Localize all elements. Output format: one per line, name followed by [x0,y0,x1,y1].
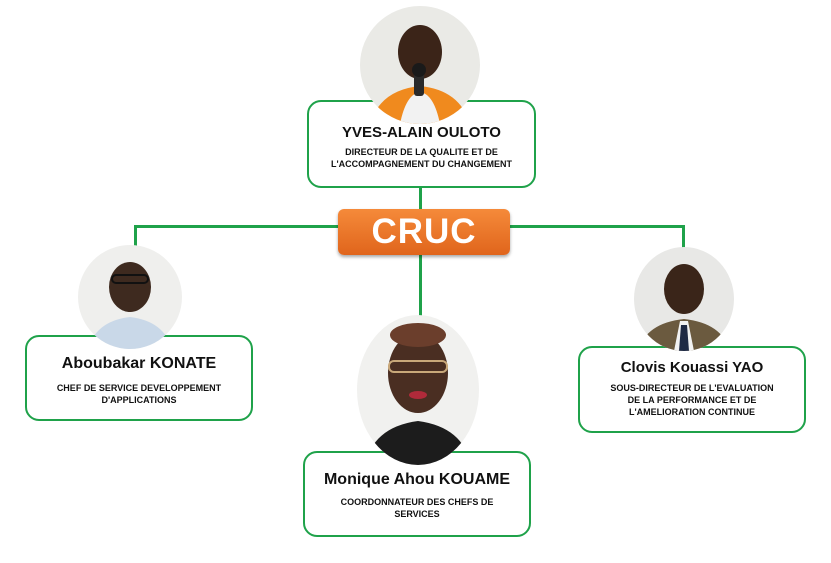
person-name: Aboubakar KONATE [61,355,217,372]
portrait-photo-top [360,6,480,124]
portrait-photo-right [634,247,734,351]
person-card-middle: Monique Ahou KOUAME COORDONNATEUR DES CH… [303,451,531,537]
connector-top-vertical [419,186,422,210]
cruc-badge: CRUC [338,209,510,255]
connector-right-vertical [682,225,685,249]
person-card-right: Clovis Kouassi YAO SOUS-DIRECTEUR DE L'E… [578,346,806,433]
portrait-photo-left [78,245,182,349]
person-card-top: YVES-ALAIN OULOTO DIRECTEUR DE LA QUALIT… [307,100,536,188]
connector-left-vertical [134,225,137,247]
person-role: COORDONNATEUR DES CHEFS DE SERVICES [340,497,494,519]
person-role: SOUS-DIRECTEUR DE L'EVALUATION DE LA PER… [610,383,774,417]
person-role: DIRECTEUR DE LA QUALITE ET DE L'ACCOMPAG… [331,147,512,169]
connector-middle-vertical [419,254,422,316]
person-name: YVES-ALAIN OULOTO [342,124,501,141]
person-name: Clovis Kouassi YAO [620,359,764,376]
person-role: CHEF DE SERVICE DEVELOPPEMENT D'APPLICAT… [56,383,222,405]
portrait-photo-middle [357,315,479,465]
person-name: Monique Ahou KOUAME [323,471,511,488]
